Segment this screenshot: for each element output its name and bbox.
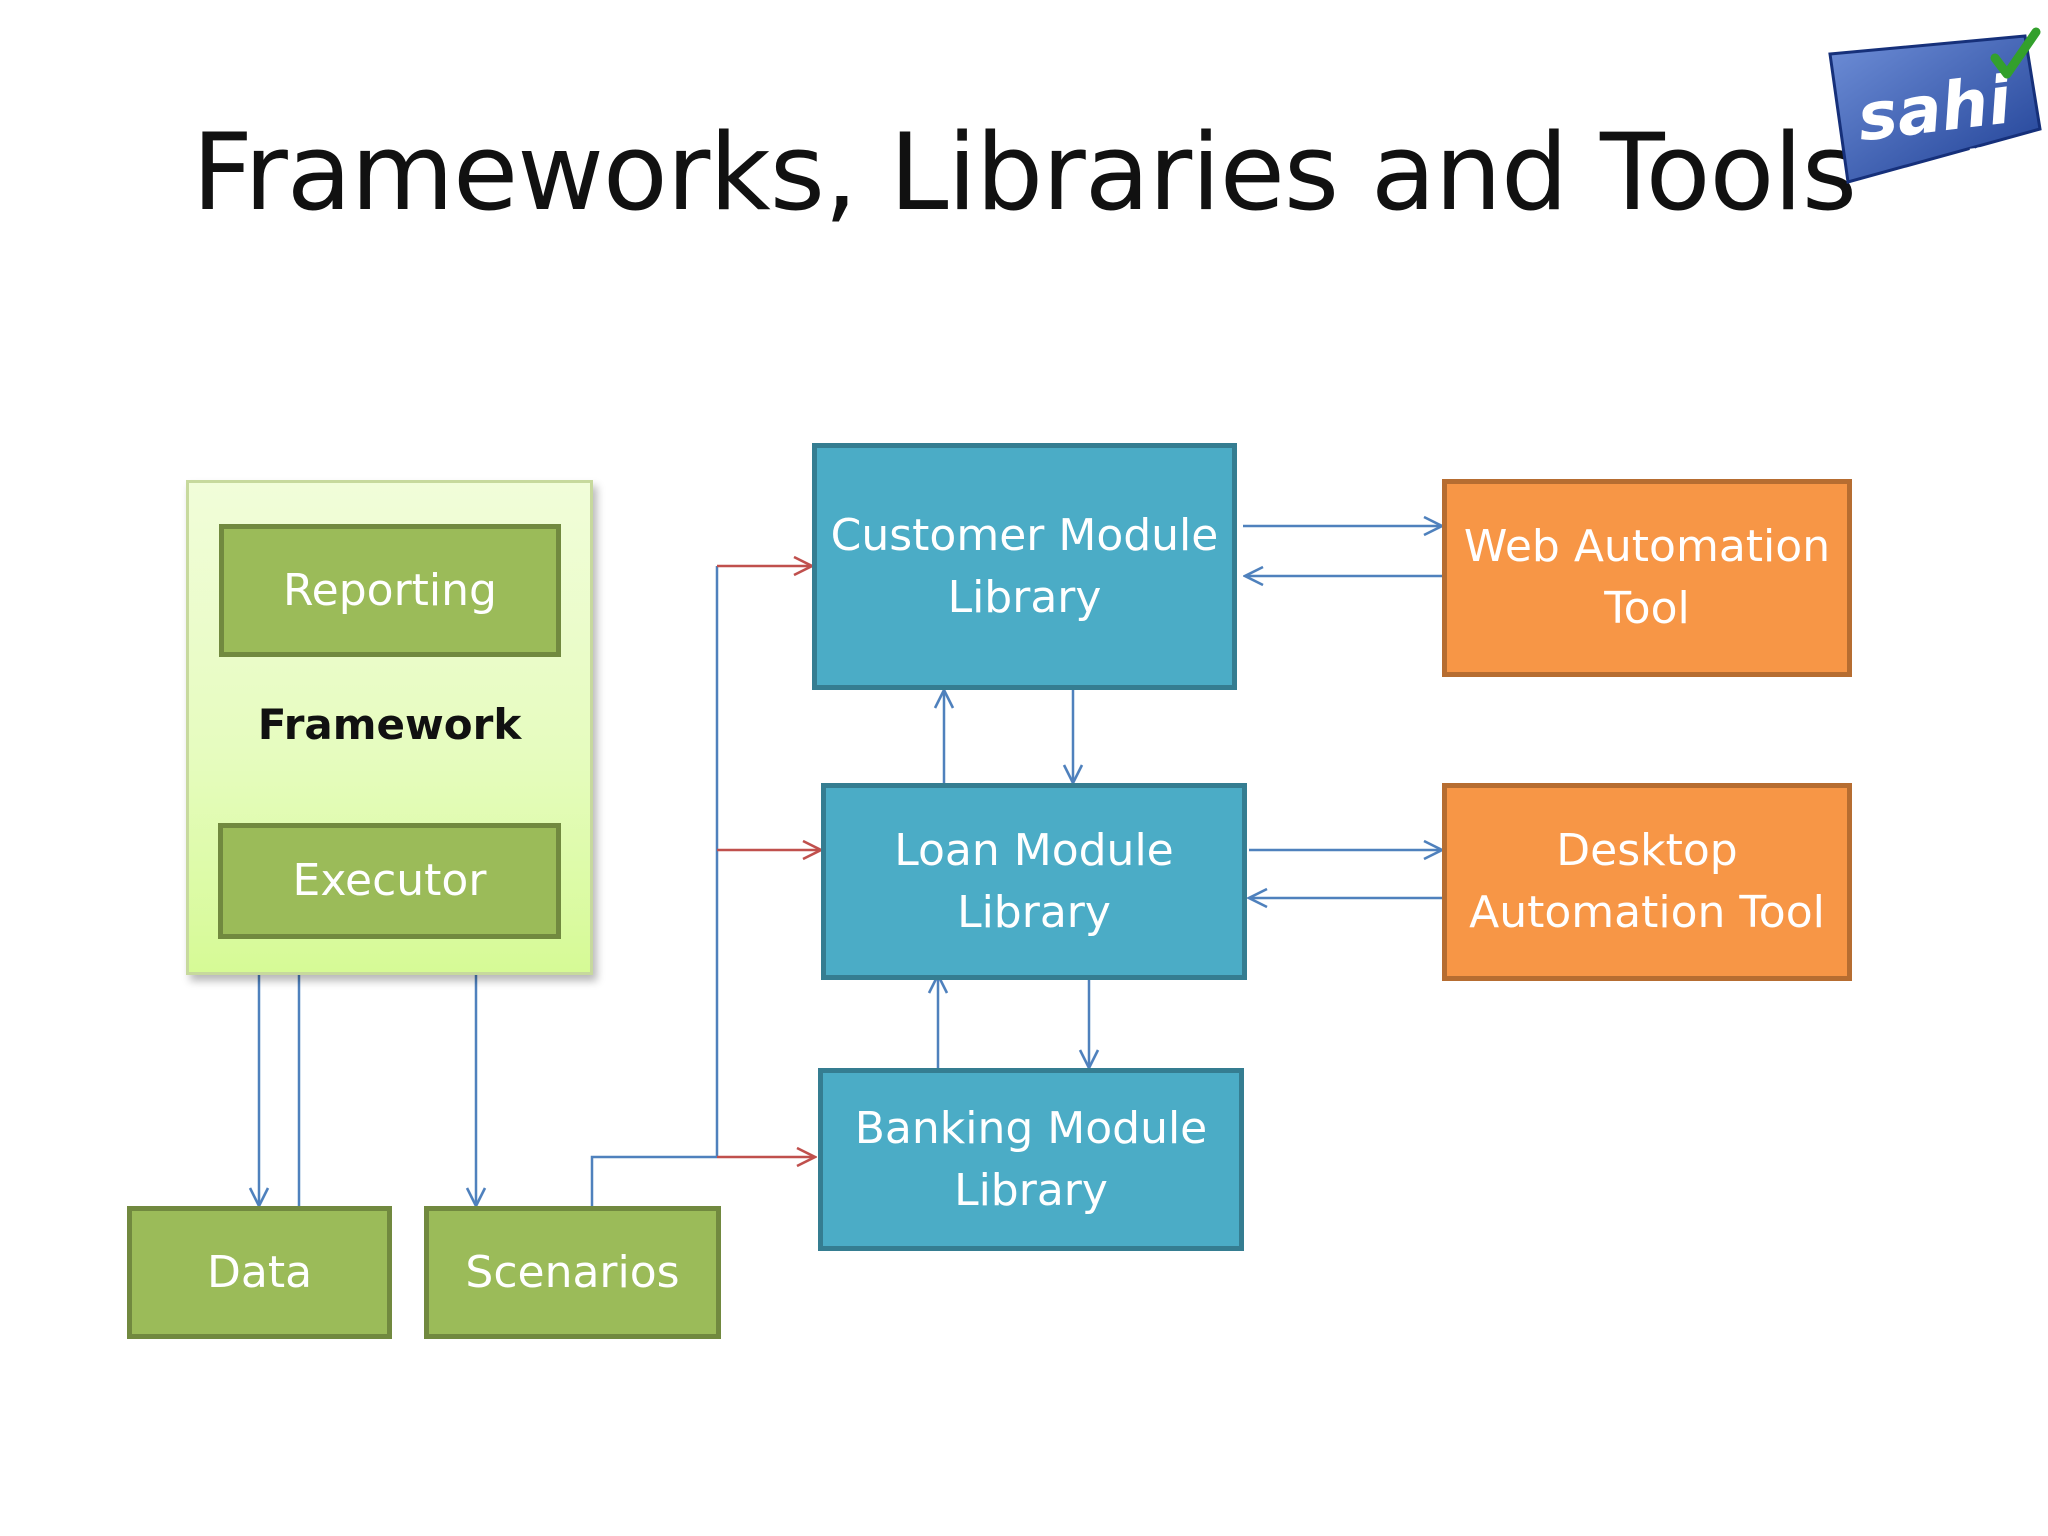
web-automation-tool-box: Web Automation Tool bbox=[1442, 479, 1852, 677]
customer-module-library-box: Customer Module Library bbox=[812, 443, 1237, 690]
web-automation-line2: Tool bbox=[1604, 583, 1690, 634]
desktop-automation-line1: Desktop bbox=[1556, 825, 1738, 877]
loan-module-line2: Library bbox=[957, 886, 1111, 938]
banking-module-library-box: Banking Module Library bbox=[818, 1068, 1244, 1251]
logo-suffix: pro bbox=[1968, 135, 2013, 166]
sahi-pro-logo: sahi pro bbox=[1828, 27, 2042, 184]
web-automation-line1: Web Automation bbox=[1463, 521, 1831, 573]
executor-label: Executor bbox=[292, 855, 487, 907]
logo-wordmark: sahi bbox=[1853, 61, 2016, 156]
customer-module-line2: Library bbox=[947, 571, 1102, 623]
data-label: Data bbox=[206, 1246, 313, 1298]
framework-label: Framework bbox=[257, 700, 522, 749]
desktop-automation-line2: Automation Tool bbox=[1469, 887, 1825, 938]
reporting-label: Reporting bbox=[283, 564, 497, 616]
banking-module-line1: Banking Module bbox=[854, 1102, 1208, 1154]
slide-title: Frameworks, Libraries and Tools bbox=[191, 111, 1857, 234]
loan-module-library-box: Loan Module Library bbox=[821, 783, 1247, 980]
scenarios-label: Scenarios bbox=[465, 1246, 680, 1298]
reporting-box: Reporting bbox=[219, 524, 561, 657]
loan-module-line1: Loan Module bbox=[894, 824, 1174, 876]
scenarios-box: Scenarios bbox=[424, 1206, 721, 1339]
executor-box: Executor bbox=[218, 823, 561, 939]
checkmark-icon bbox=[1990, 27, 2041, 79]
banking-module-line2: Library bbox=[954, 1164, 1108, 1216]
scenarios-feed-line bbox=[590, 1155, 717, 1206]
customer-module-line1: Customer Module bbox=[830, 509, 1219, 561]
desktop-automation-tool-box: Desktop Automation Tool bbox=[1442, 783, 1852, 981]
data-box: Data bbox=[127, 1206, 392, 1339]
